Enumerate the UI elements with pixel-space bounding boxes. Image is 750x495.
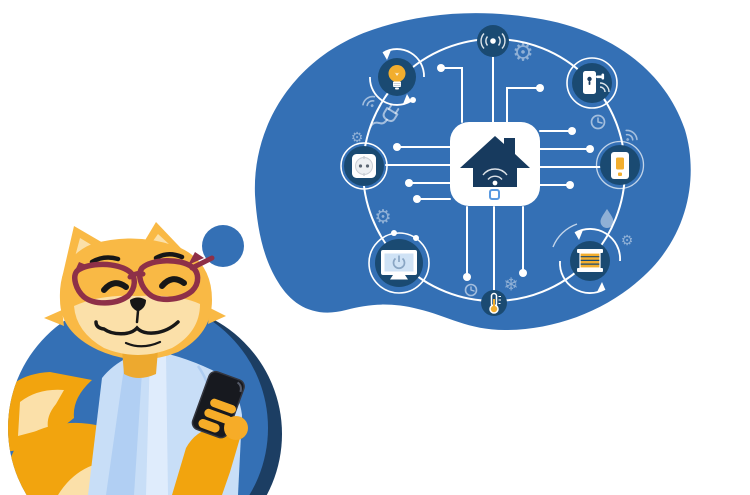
- tv-power-icon: [381, 250, 417, 280]
- device-light-switch: [595, 140, 645, 190]
- lightbulb-icon: [388, 65, 406, 90]
- wifi-icon: [625, 129, 638, 141]
- device-lightbulb: [369, 48, 425, 106]
- hub-indicator: [489, 189, 500, 200]
- window-blinds-icon: [577, 249, 603, 272]
- speaker-waves-icon: [480, 33, 506, 49]
- light-switch-icon: [611, 152, 629, 179]
- door-lock-icon: [583, 71, 610, 94]
- gear-icon: ⚙: [374, 206, 391, 228]
- connector-dots: [391, 64, 594, 281]
- fox-avatar: [8, 222, 282, 495]
- gear-icon: ⚙: [351, 130, 364, 146]
- clock-icon: [590, 114, 606, 130]
- gear-icon: ⚙: [512, 39, 534, 67]
- wifi-icon: [362, 95, 376, 108]
- device-window-blinds: [552, 223, 621, 294]
- fox-hand-phone: [172, 370, 248, 495]
- smart-home-hub: [450, 122, 540, 206]
- house-wifi-icon: [460, 136, 530, 187]
- power-outlet-icon: [352, 154, 376, 178]
- gear-icon: ⚙: [621, 233, 634, 249]
- decorative-icons: ⚙ ⚙ ⚙ ⚙ ❄: [351, 39, 638, 297]
- device-door-lock: [566, 57, 618, 109]
- device-tv: [368, 232, 430, 294]
- water-drop-icon: [600, 209, 614, 228]
- plug-icon: [369, 103, 400, 129]
- snowflake-icon: ❄: [503, 274, 518, 295]
- glasses: [72, 252, 215, 306]
- device-speaker: [477, 25, 509, 57]
- clock-icon: [464, 283, 478, 297]
- fox-head: [44, 222, 226, 378]
- device-power-outlet: [340, 142, 388, 190]
- device-thermometer: [481, 290, 507, 316]
- thermometer-icon: [489, 292, 501, 314]
